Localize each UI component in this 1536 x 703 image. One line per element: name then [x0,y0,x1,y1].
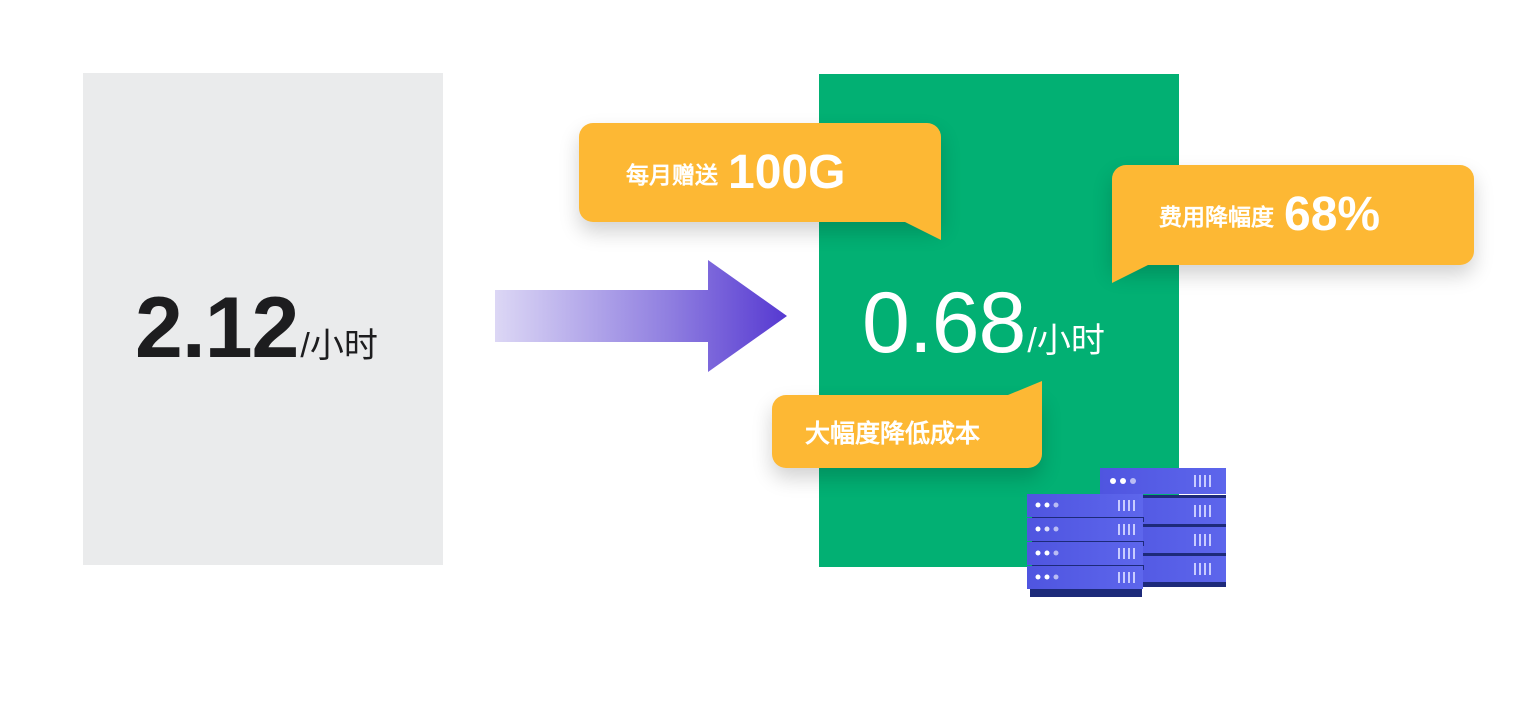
rate-bubble-tail [1112,265,1148,283]
after-price-value: 0.68 [862,275,1026,371]
gift-bubble: 每月赠送 100G [579,123,941,222]
rate-value: 68% [1284,188,1381,241]
rate-label: 费用降幅度 [1159,204,1274,230]
cost-bubble-tail [1008,381,1042,395]
cost-bubble: 大幅度降低成本 [772,395,1042,468]
cost-label: 大幅度降低成本 [805,419,981,448]
gift-value: 100G [728,145,846,199]
before-price-value: 2.12 [135,280,299,376]
gift-label: 每月赠送 [626,161,718,188]
server-rack-icon [1027,468,1226,597]
before-price-panel [83,73,443,565]
after-price: 0.68/小时 [862,280,1105,366]
after-price-unit: /小时 [1027,322,1105,360]
rate-bubble: 费用降幅度 68% [1112,165,1474,265]
arrow-right-icon [495,260,787,372]
gift-bubble-tail [905,222,941,240]
before-price: 2.12/小时 [135,285,378,371]
before-price-unit: /小时 [300,327,378,365]
